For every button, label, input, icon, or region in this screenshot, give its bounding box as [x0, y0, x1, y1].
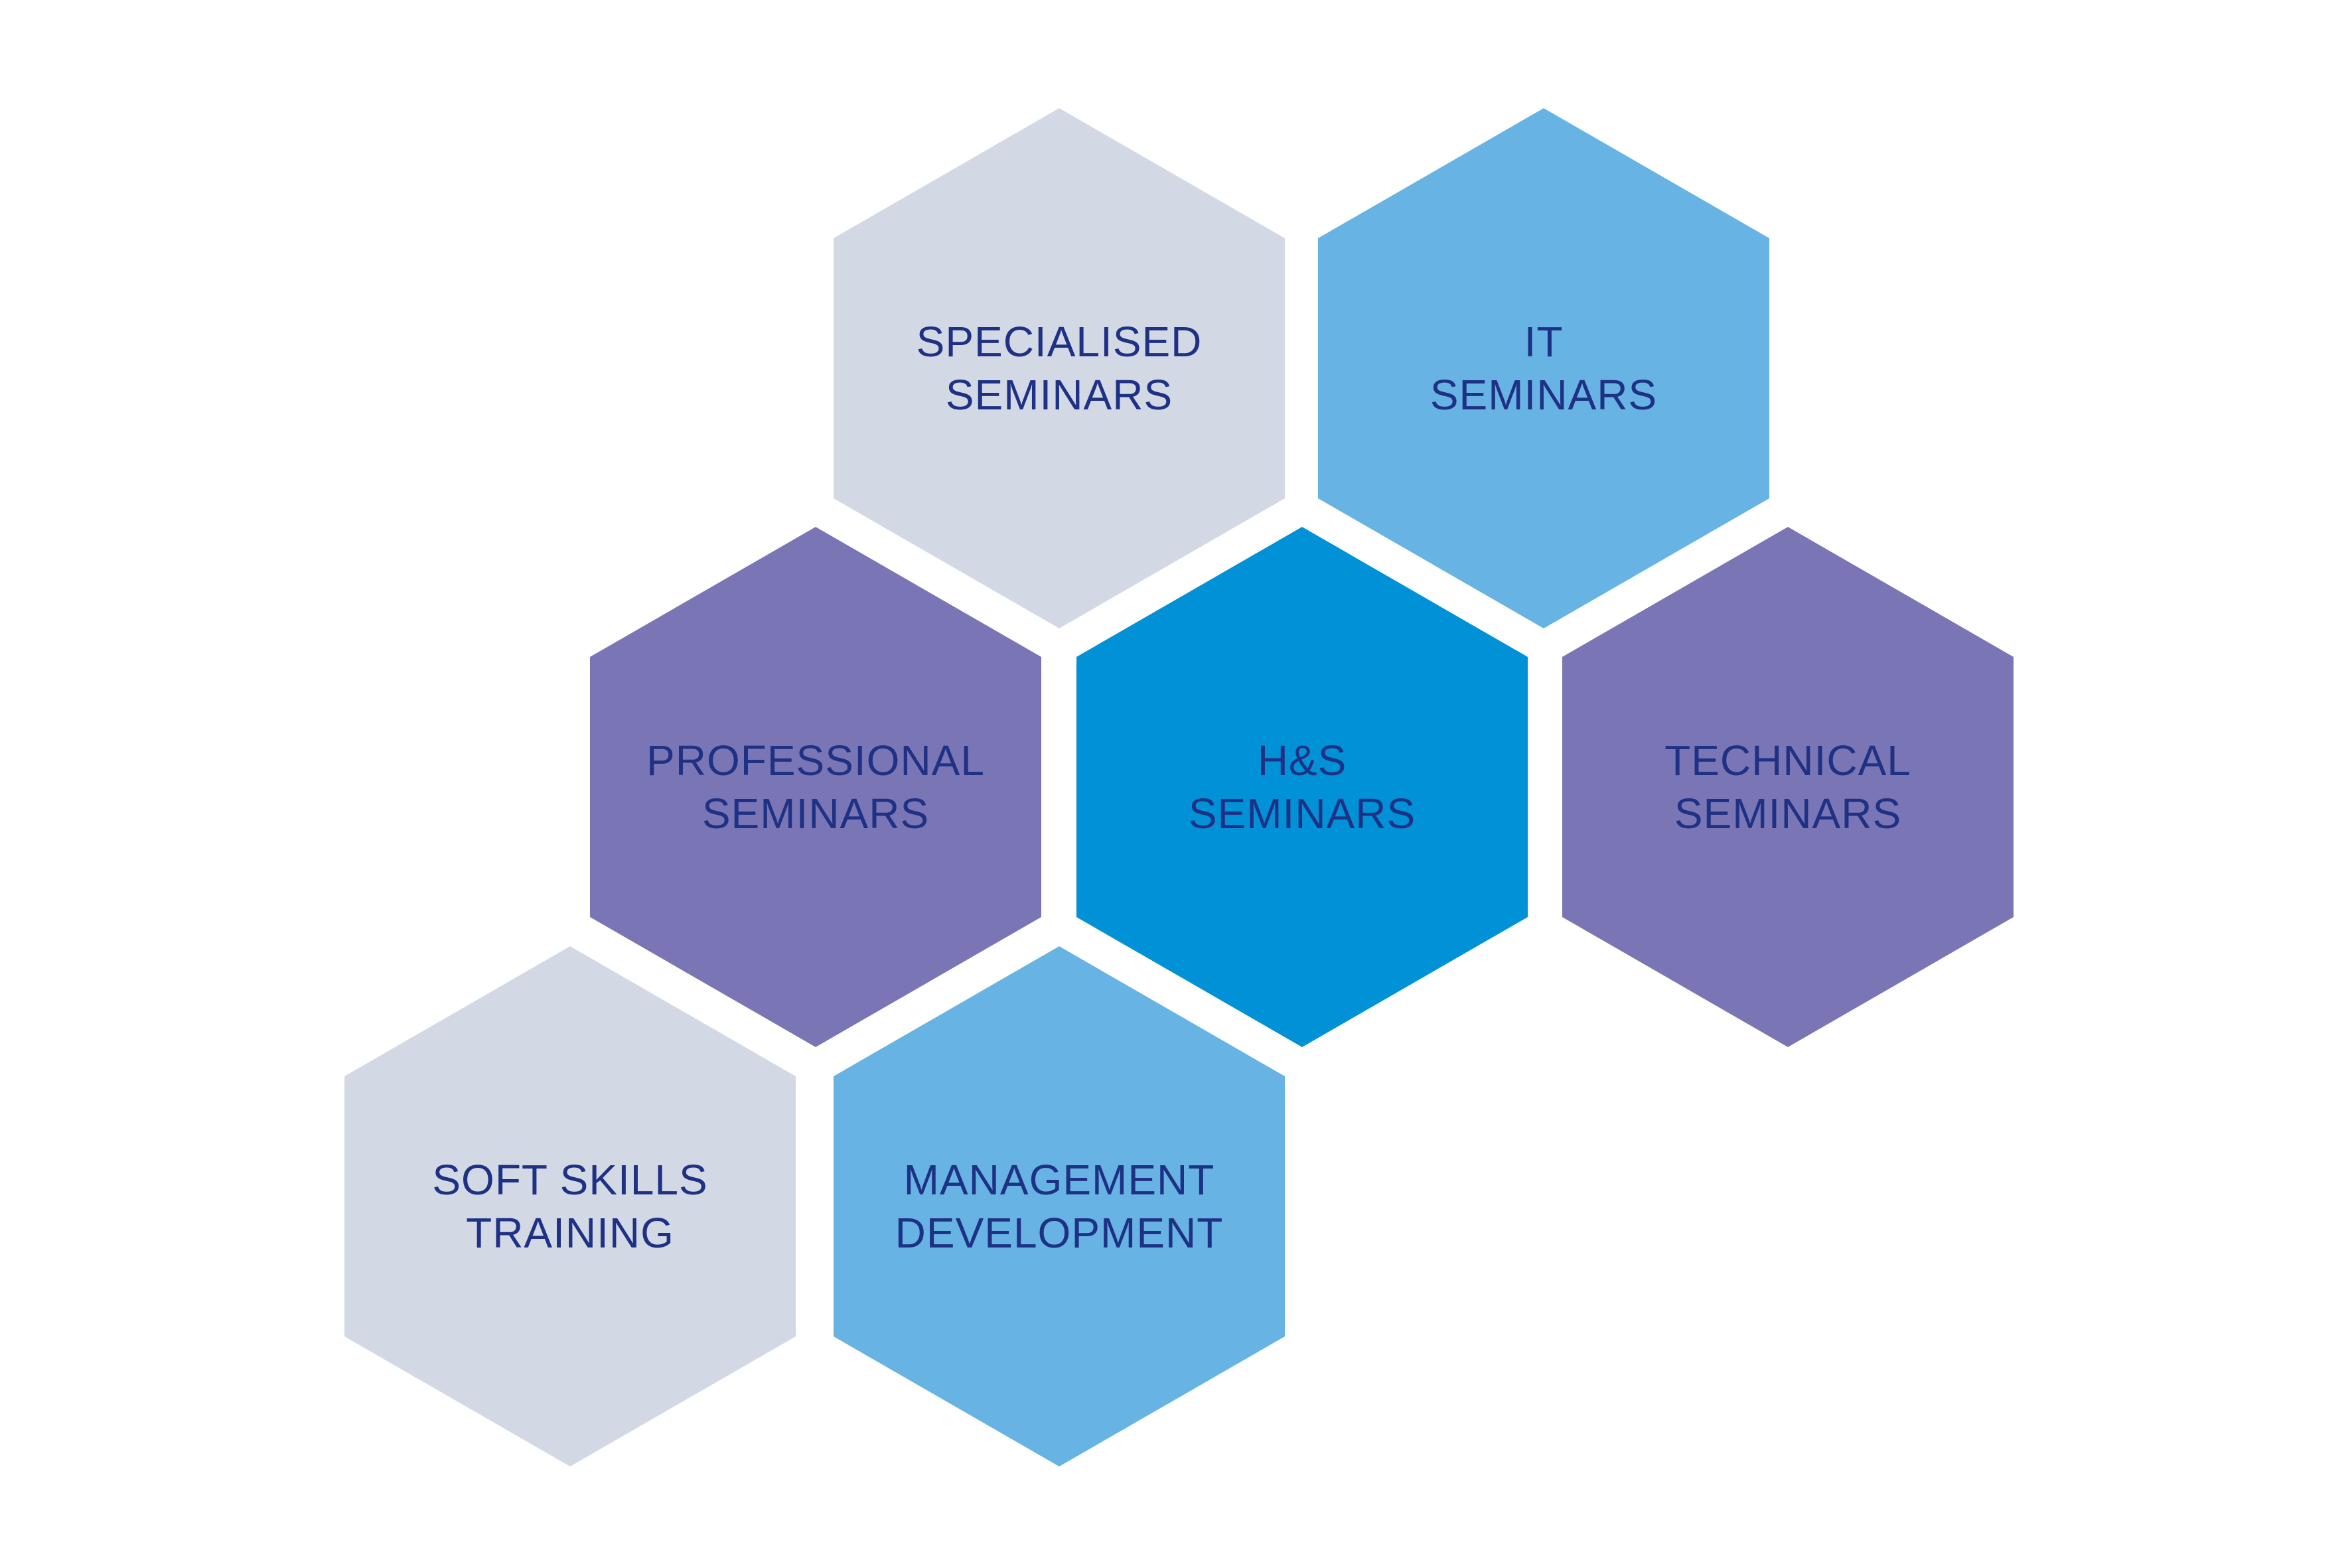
hexagon-hs-seminars: H&S SEMINARS [1076, 527, 1528, 1047]
hexagon-label-line: H&S [1258, 737, 1347, 784]
hexagon-shape [590, 527, 1041, 1047]
hexagon-shape [834, 946, 1285, 1466]
hexagon-shape [1562, 527, 2014, 1047]
hexagon-technical-seminars: TECHNICAL SEMINARS [1562, 527, 2014, 1047]
hexagon-label-line: SEMINARS [1674, 790, 1901, 837]
hexagon-label-line: SOFT SKILLS [432, 1156, 707, 1204]
hexagon-soft-skills-training: SOFT SKILLS TRAINING [344, 946, 796, 1466]
hexagon-it-seminars: IT SEMINARS [1318, 108, 1769, 628]
hexagon-shape [834, 108, 1285, 628]
hexagon-label-line: IT [1524, 318, 1564, 366]
hexagon-label-line: TRAINING [466, 1209, 674, 1257]
hexagon-label-line: MANAGEMENT [904, 1156, 1215, 1204]
hexagon-label-line: PROFESSIONAL [646, 737, 985, 784]
hexagon-label-line: SPECIALISED [917, 318, 1203, 366]
hexagon-shape [344, 946, 796, 1466]
hexagon-management-development: MANAGEMENT DEVELOPMENT [834, 946, 1285, 1466]
hexagon-label-line: SEMINARS [1189, 790, 1416, 837]
hexagon-label-line: SEMINARS [946, 371, 1173, 419]
hexagon-specialised-seminars: SPECIALISED SEMINARS [834, 108, 1285, 628]
hexagon-shape [1318, 108, 1769, 628]
hexagon-professional-seminars: PROFESSIONAL SEMINARS [590, 527, 1041, 1047]
hexagon-label-line: TECHNICAL [1664, 737, 1911, 784]
hexagon-label-line: DEVELOPMENT [895, 1209, 1224, 1257]
hexagon-label-line: SEMINARS [1430, 371, 1657, 419]
hexagon-label-line: SEMINARS [702, 790, 929, 837]
hexagon-shape [1076, 527, 1528, 1047]
